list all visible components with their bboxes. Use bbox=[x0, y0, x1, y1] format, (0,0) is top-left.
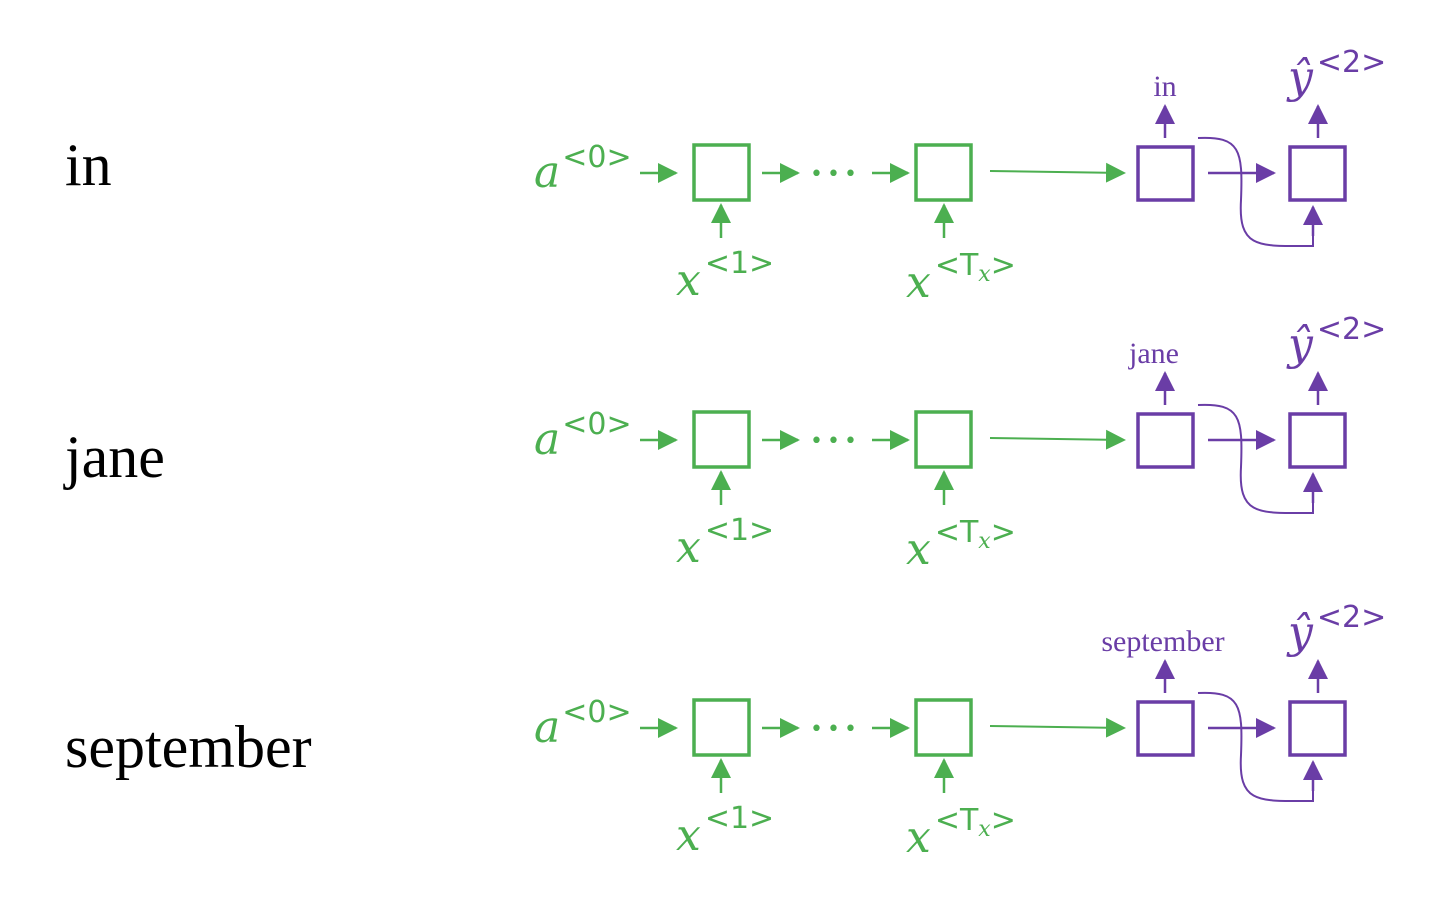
xT-label: x<Tx> bbox=[906, 248, 1016, 308]
decoder-output-word: jane bbox=[1128, 337, 1179, 370]
source-word: jane bbox=[63, 424, 165, 490]
prediction-label: ŷ<2> bbox=[1286, 312, 1386, 370]
feedback-curve bbox=[1197, 403, 1314, 515]
xT-label: x<Tx> bbox=[906, 803, 1016, 863]
xT-label: x<Tx> bbox=[906, 515, 1016, 575]
ellipsis: ••• bbox=[810, 717, 861, 742]
encoder-to-decoder-arrow bbox=[989, 717, 1126, 738]
ellipsis: ••• bbox=[810, 429, 861, 454]
encoder-to-decoder-arrow bbox=[989, 429, 1126, 450]
feedback-curve bbox=[1197, 136, 1314, 248]
row-in: in a<0> x<1> ••• x<Tx> in ŷ<2> bbox=[65, 45, 1386, 308]
encoder-cell-tx bbox=[914, 143, 973, 202]
decoder-cell-2 bbox=[1288, 145, 1347, 202]
x1-label: x<1> bbox=[676, 801, 774, 861]
row-september: september a<0> x<1> ••• x<Tx> september … bbox=[65, 600, 1386, 863]
encoder-cell-tx bbox=[914, 698, 973, 757]
prediction-label: ŷ<2> bbox=[1286, 600, 1386, 658]
feedback-curve bbox=[1197, 691, 1314, 803]
decoder-cell-1 bbox=[1136, 145, 1195, 202]
row-jane: jane a<0> x<1> ••• x<Tx> jane ŷ<2> bbox=[63, 312, 1386, 575]
a0-label: a<0> bbox=[534, 407, 632, 465]
ellipsis: ••• bbox=[810, 162, 861, 187]
decoder-cell-1 bbox=[1136, 700, 1195, 757]
x1-label: x<1> bbox=[676, 513, 774, 573]
prediction-label: ŷ<2> bbox=[1286, 45, 1386, 103]
decoder-output-word: september bbox=[1101, 625, 1224, 658]
encoder-cell-tx bbox=[914, 410, 973, 469]
decoder-cell-2 bbox=[1288, 412, 1347, 469]
encoder-cell-1 bbox=[692, 143, 751, 202]
decoder-cell-2 bbox=[1288, 700, 1347, 757]
encoder-cell-1 bbox=[692, 410, 751, 469]
encoder-cell-1 bbox=[692, 698, 751, 757]
decoder-output-word: in bbox=[1153, 70, 1176, 103]
x1-label: x<1> bbox=[676, 246, 774, 306]
a0-label: a<0> bbox=[534, 695, 632, 753]
source-word: september bbox=[65, 714, 312, 780]
decoder-cell-1 bbox=[1136, 412, 1195, 469]
source-word: in bbox=[65, 132, 112, 198]
encoder-to-decoder-arrow bbox=[989, 162, 1126, 183]
a0-label: a<0> bbox=[534, 140, 632, 198]
